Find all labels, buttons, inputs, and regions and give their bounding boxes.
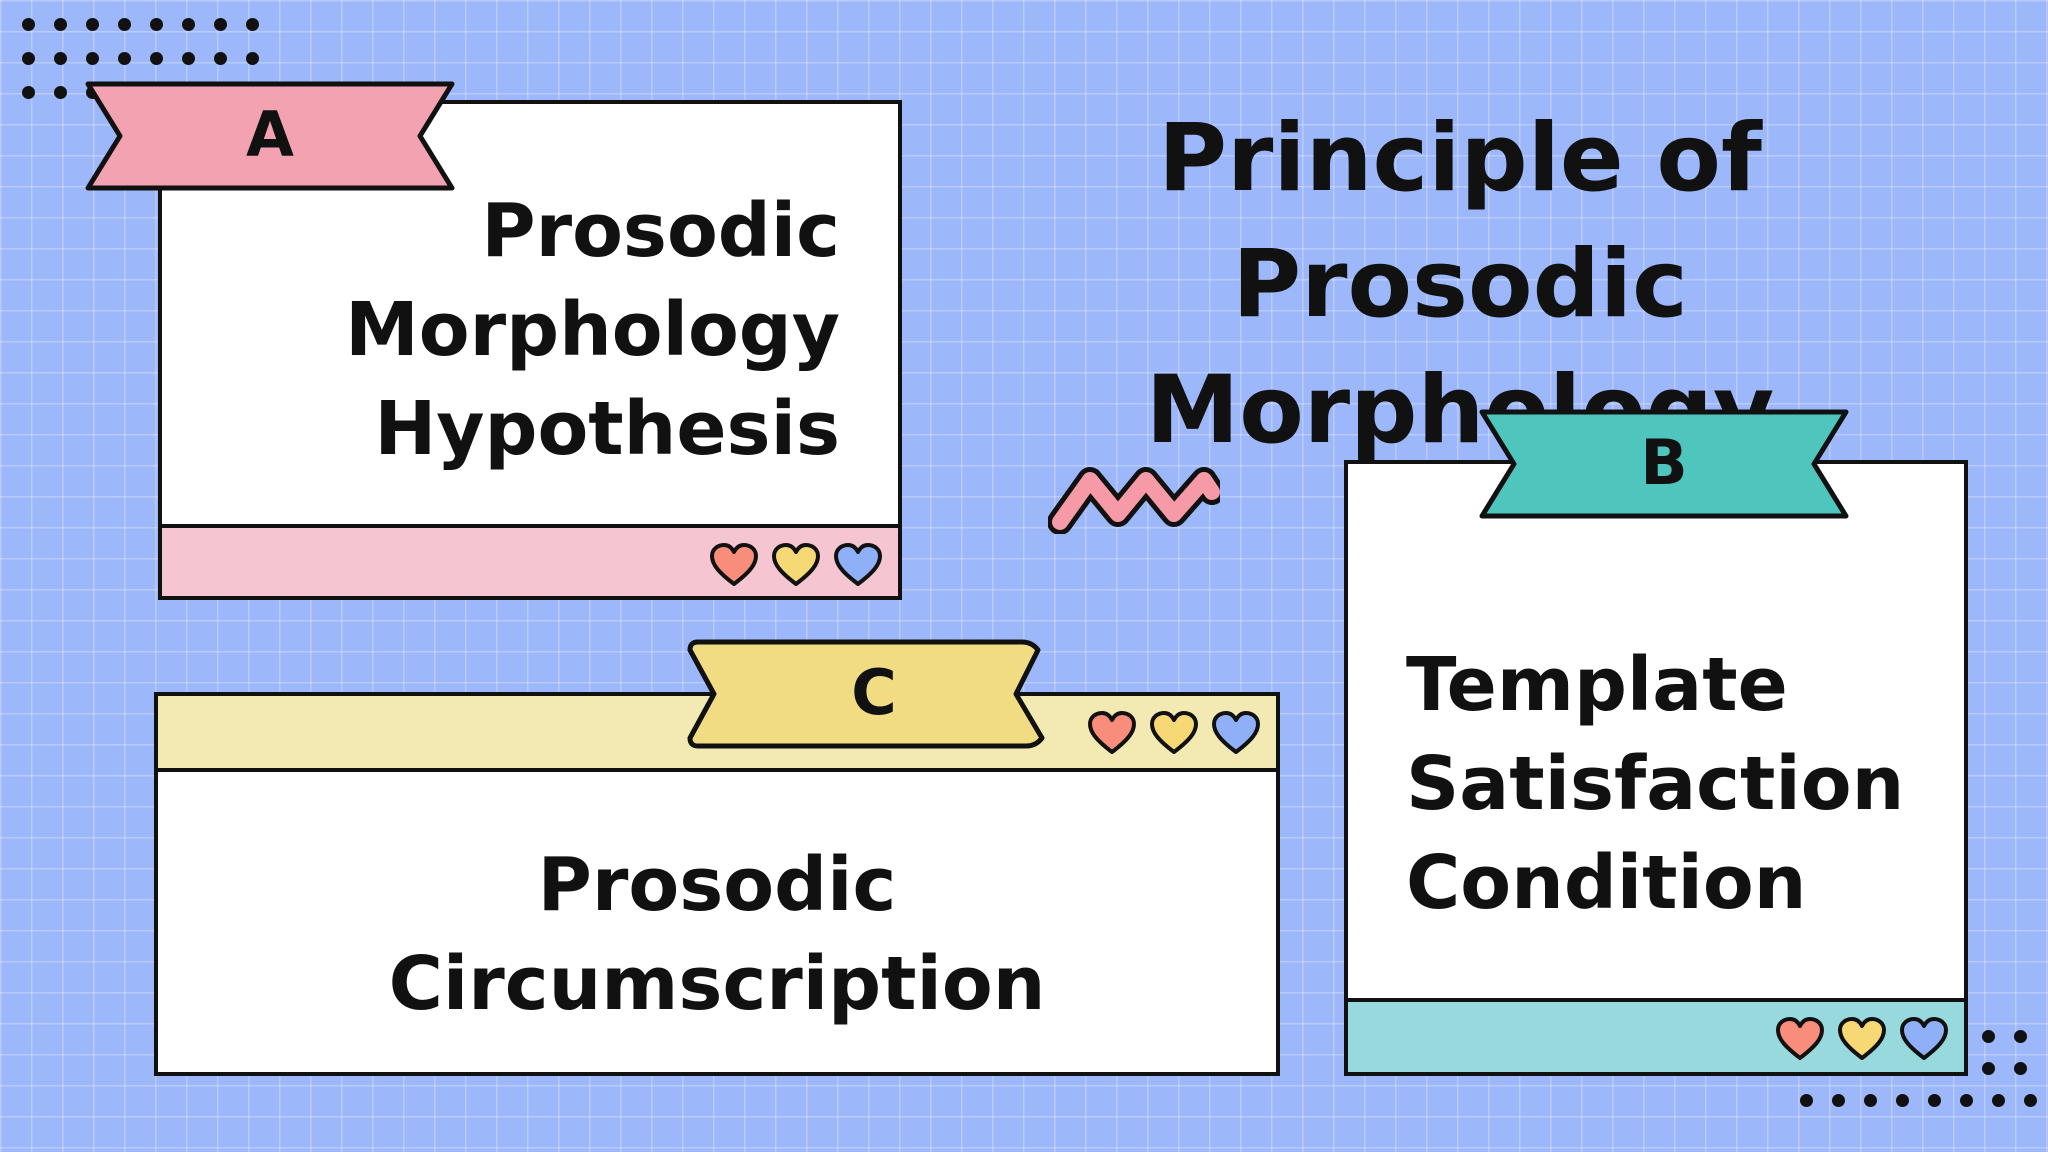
card-a-tag-label: A — [246, 98, 294, 171]
card-b-text: Template Satisfaction Condition — [1406, 636, 1904, 933]
dot-grid-top-left — [22, 18, 259, 108]
card-c-line-1: Prosodic — [537, 842, 897, 928]
card-c-line-2: Circumscription — [388, 941, 1046, 1027]
card-c-text: Prosodic Circumscription — [158, 836, 1276, 1034]
card-a-footer-strip — [162, 524, 898, 596]
heart-icon — [834, 543, 882, 586]
card-c-tag: C — [686, 634, 1062, 754]
card-a-tag: A — [82, 76, 458, 196]
heart-icon — [710, 543, 758, 586]
heart-icon — [1150, 711, 1198, 754]
heart-icon — [1900, 1017, 1948, 1060]
card-a-hearts — [708, 542, 884, 588]
card-b-tag-label: B — [1640, 426, 1688, 499]
card-a-line-3: Hypothesis — [374, 386, 840, 472]
card-c-hearts — [1086, 710, 1262, 756]
card-b-line-2: Satisfaction — [1406, 741, 1905, 827]
card-b-tag: B — [1476, 404, 1852, 524]
card-a-line-1: Prosodic — [481, 188, 840, 274]
card-b-footer-strip — [1348, 998, 1964, 1072]
card-b: Template Satisfaction Condition — [1344, 460, 1968, 1076]
card-b-line-3: Condition — [1406, 840, 1807, 926]
card-c-tag-label: C — [851, 656, 897, 729]
heart-icon — [772, 543, 820, 586]
card-a-text: Prosodic Morphology Hypothesis — [345, 182, 840, 479]
heart-icon — [1212, 711, 1260, 754]
card-c: Prosodic Circumscription — [154, 692, 1280, 1076]
card-b-line-1: Template — [1406, 642, 1788, 728]
card-b-hearts — [1774, 1016, 1950, 1062]
zigzag-icon — [1048, 467, 1220, 534]
heart-icon — [1838, 1017, 1886, 1060]
heart-icon — [1776, 1017, 1824, 1060]
card-a-line-2: Morphology — [345, 287, 840, 373]
heart-icon — [1088, 711, 1136, 754]
page-title: Principle of Prosodic Morphology — [940, 96, 1980, 474]
title-line-1: Principle of Prosodic — [1158, 104, 1762, 339]
